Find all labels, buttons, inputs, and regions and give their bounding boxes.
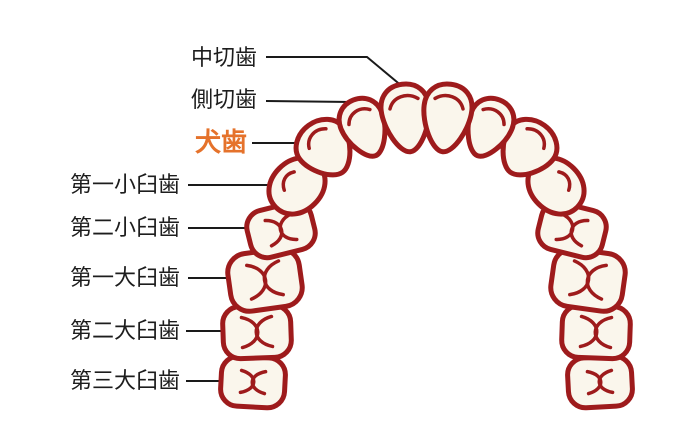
tooth-second-molar xyxy=(222,305,292,359)
label-first-premolar: 第一小臼歯 xyxy=(69,172,180,197)
teeth-left-quadrant xyxy=(220,81,434,408)
pointer-lateral-incisor xyxy=(265,100,353,103)
label-central-incisor: 中切歯 xyxy=(190,45,257,70)
label-second-molar: 第二大臼歯 xyxy=(69,318,180,343)
teeth-right-quadrant xyxy=(419,81,633,408)
pointer-lines xyxy=(186,56,404,382)
label-second-premolar: 第二小臼歯 xyxy=(69,215,180,240)
label-canine: 犬歯 xyxy=(194,127,247,157)
pointer-central-incisor xyxy=(266,56,404,88)
label-first-molar: 第一大臼歯 xyxy=(69,265,180,290)
label-lateral-incisor: 側切歯 xyxy=(190,87,257,112)
label-third-molar: 第三大臼歯 xyxy=(69,368,180,393)
tooth-third-molar xyxy=(220,355,287,408)
